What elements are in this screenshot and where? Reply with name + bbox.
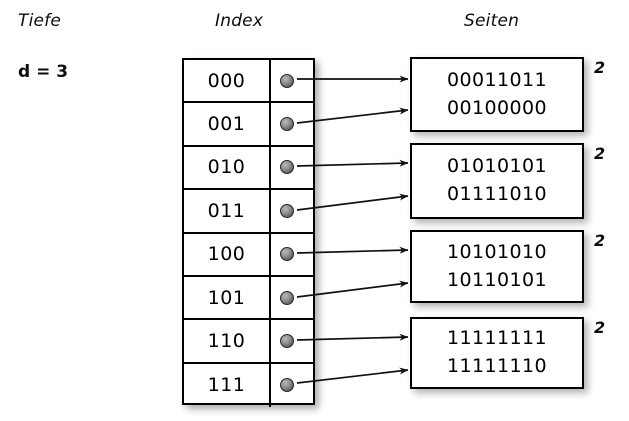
index-pointer-cell[interactable] — [271, 364, 313, 407]
page-box[interactable]: 01010101 01111010 — [410, 143, 584, 219]
global-depth-value: d = 3 — [18, 62, 69, 82]
index-key-cell: 010 — [184, 146, 271, 189]
page-record: 01111010 — [447, 183, 547, 205]
table-row[interactable]: 111 — [184, 363, 313, 407]
table-row[interactable]: 110 — [184, 320, 313, 364]
page-local-depth-label: 2 — [594, 144, 606, 163]
page-record: 11111111 — [447, 327, 547, 350]
index-key-cell: 101 — [184, 276, 271, 319]
bucket-pointer-icon[interactable] — [280, 290, 294, 305]
page-record: 10101010 — [447, 240, 547, 263]
index-key-cell: 100 — [184, 233, 271, 275]
page-record: 10110101 — [447, 268, 547, 291]
index-key-label: 111 — [207, 374, 246, 397]
page-record: 01010101 — [447, 155, 547, 178]
index-key-label: 011 — [207, 199, 246, 222]
page-box[interactable]: 11111111 11111110 — [410, 317, 584, 389]
bucket-pointer-icon[interactable] — [280, 333, 294, 348]
table-row[interactable]: 100 — [184, 233, 313, 277]
bucket-pointer-icon[interactable] — [280, 247, 294, 262]
table-row[interactable]: 000 — [184, 60, 313, 104]
bucket-pointer-icon[interactable] — [280, 203, 294, 218]
column-heading-pages: Seiten — [464, 11, 520, 31]
page-record: 00011011 — [447, 68, 547, 91]
index-key-cell: 011 — [184, 190, 271, 232]
page-box[interactable]: 10101010 10110101 — [410, 230, 584, 303]
index-key-label: 010 — [207, 156, 246, 179]
column-heading-depth: Tiefe — [18, 11, 62, 31]
index-key-label: 110 — [207, 329, 246, 352]
index-key-cell: 111 — [184, 363, 271, 407]
bucket-pointer-icon[interactable] — [280, 160, 294, 175]
index-pointer-cell[interactable] — [271, 103, 313, 144]
table-row[interactable]: 101 — [184, 276, 313, 321]
bucket-pointer-icon[interactable] — [280, 117, 294, 132]
page-box[interactable]: 00011011 00100000 — [410, 57, 584, 132]
column-heading-index: Index — [215, 11, 264, 31]
table-row[interactable]: 011 — [184, 190, 313, 234]
page-local-depth-label: 2 — [594, 318, 606, 337]
page-record: 00100000 — [447, 96, 547, 119]
page-record: 11111110 — [447, 355, 547, 377]
page-local-depth-label: 2 — [594, 58, 606, 77]
index-key-cell: 000 — [184, 60, 271, 102]
index-pointer-cell[interactable] — [271, 234, 313, 275]
index-pointer-cell[interactable] — [271, 60, 313, 101]
table-row[interactable]: 001 — [184, 103, 313, 147]
index-pointer-cell[interactable] — [271, 147, 313, 188]
index-key-label: 100 — [207, 243, 246, 266]
index-pointer-cell[interactable] — [271, 277, 313, 318]
index-key-label: 101 — [207, 286, 246, 309]
index-key-cell: 110 — [184, 320, 271, 362]
table-row[interactable]: 010 — [184, 146, 313, 191]
bucket-pointer-icon[interactable] — [280, 378, 294, 393]
index-directory-table: 000 001 010 011 — [182, 58, 315, 407]
index-key-label: 000 — [207, 69, 246, 92]
index-key-cell: 001 — [184, 103, 271, 145]
index-pointer-cell[interactable] — [271, 190, 313, 231]
index-key-label: 001 — [207, 113, 246, 136]
page-local-depth-label: 2 — [594, 231, 606, 250]
index-pointer-cell[interactable] — [271, 320, 313, 361]
bucket-pointer-icon[interactable] — [280, 73, 294, 88]
